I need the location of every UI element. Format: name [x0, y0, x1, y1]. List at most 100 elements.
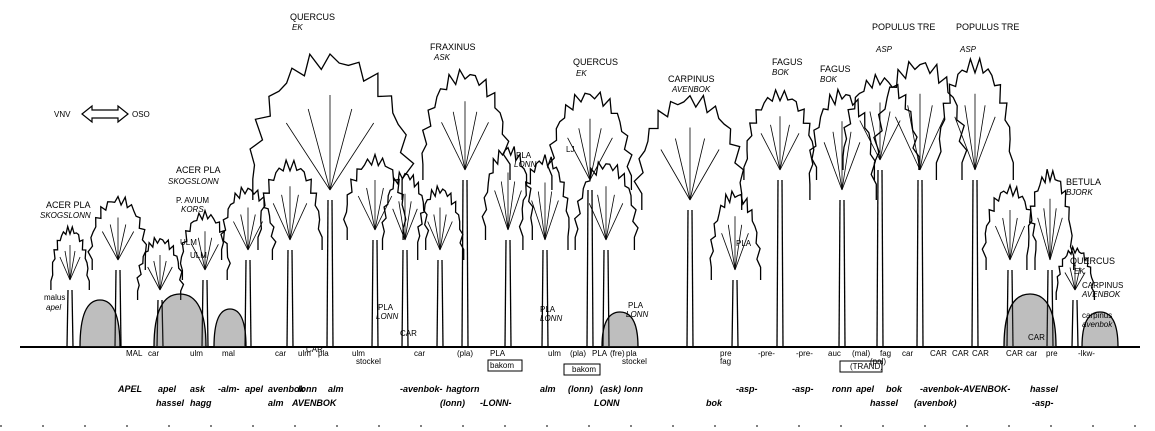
species-common: ASK: [433, 53, 451, 62]
species-common: ASP: [959, 45, 977, 54]
tree-trunk: [505, 240, 506, 347]
tree-branch: [690, 139, 705, 201]
tree-trunk: [972, 180, 973, 347]
ground-label: ulm: [548, 349, 561, 358]
species-latin: QUERCUS: [573, 57, 618, 67]
small-label: carpinus: [1082, 311, 1112, 320]
tree-branch: [606, 195, 614, 240]
species-common: EK: [1074, 267, 1085, 276]
bottom-row2-label: LONN: [594, 398, 620, 408]
ground-label: CAR: [930, 349, 947, 358]
small-label: LONN: [514, 160, 536, 169]
ground-label: stockel: [356, 357, 381, 366]
species-latin: QUERCUS: [290, 12, 335, 22]
bottom-row2-label: -LONN-: [480, 398, 512, 408]
bottom-row2-label: alm: [268, 398, 284, 408]
tree-branch: [118, 232, 134, 261]
ground-label: CAR: [972, 349, 989, 358]
tree-trunk: [1072, 300, 1073, 347]
bottom-row1-label: ronn: [832, 384, 852, 394]
ground-label: car: [1026, 349, 1037, 358]
tree-branch: [955, 117, 975, 170]
tree-trunk: [442, 260, 443, 347]
tree-branch: [405, 209, 417, 240]
tree-trunk: [437, 260, 438, 347]
tree-branch: [532, 201, 545, 241]
tree-branch: [1010, 218, 1017, 260]
tree-branch: [895, 117, 920, 170]
tree-branch: [590, 128, 601, 180]
tree-trunk: [877, 170, 878, 347]
orientation-left: VNV: [54, 110, 71, 119]
tree-branch: [908, 105, 920, 170]
tree-branch: [880, 112, 890, 161]
ground-label: (pla): [570, 349, 586, 358]
tree-branch: [154, 261, 160, 290]
ground-label: pre: [1046, 349, 1058, 358]
small-label: PLA: [736, 239, 752, 248]
tree-trunk: [207, 280, 208, 347]
small-label: LJ: [566, 145, 574, 154]
shrub: [80, 300, 120, 347]
tree-trunk: [467, 180, 468, 347]
tree-trunk: [882, 170, 883, 347]
tree-branch: [501, 182, 508, 231]
ground-label: -pre-: [758, 349, 775, 358]
tree-branch: [771, 125, 781, 170]
ground-label: (TRAND): [850, 362, 883, 371]
species-common: EK: [576, 69, 587, 78]
tree: [809, 90, 876, 348]
ground-label: -pre-: [796, 349, 813, 358]
species-latin: FAGUS: [820, 64, 851, 74]
tree-branch: [833, 132, 842, 190]
tree-branch: [495, 191, 508, 231]
tree-branch: [393, 209, 405, 240]
bottom-row1-label: hagtorn: [446, 384, 480, 394]
tree-branch: [920, 105, 932, 170]
bottom-row2-label: AVENBOK: [291, 398, 338, 408]
tree-branch: [148, 267, 160, 290]
tree: [936, 59, 1013, 348]
tree-branch: [1050, 218, 1062, 260]
tree-trunk: [250, 260, 251, 347]
tree-branch: [160, 261, 166, 290]
bottom-row1-label: -avenbok-: [920, 384, 963, 394]
tree-branch: [428, 222, 440, 251]
tree-branch: [160, 267, 172, 290]
tree-branch: [661, 150, 690, 201]
small-label: PLA: [628, 301, 644, 310]
species-latin: ACER PLA: [176, 165, 221, 175]
species-common: KORS: [181, 205, 204, 214]
species-common: EK: [292, 23, 303, 32]
tree: [874, 62, 967, 347]
tree-trunk: [332, 200, 333, 347]
small-label: CAR: [1028, 333, 1045, 342]
tree-branch: [399, 201, 405, 240]
tree: [482, 147, 533, 348]
bottom-row1-label: apel: [245, 384, 264, 394]
tree-branch: [1044, 208, 1050, 260]
bottom-row1-label: lonn: [298, 384, 317, 394]
species-common: BOK: [820, 75, 838, 84]
tree-trunk: [327, 200, 328, 347]
ground-label: bakom: [490, 361, 514, 370]
ground-label: PLA: [490, 349, 506, 358]
species-latin: FRAXINUS: [430, 42, 476, 52]
species-latin: BETULA: [1066, 177, 1101, 187]
species-common: BOK: [772, 68, 790, 77]
tree-branch: [102, 232, 118, 261]
tree-branch: [545, 201, 558, 241]
small-label: ULM: [180, 238, 197, 247]
tree-branch: [440, 215, 446, 251]
tree-trunk: [292, 250, 293, 347]
species-latin: POPULUS TRE: [956, 22, 1019, 32]
tree-branch: [1050, 208, 1056, 260]
bottom-row1-label: (lonn): [568, 384, 593, 394]
species-latin: FAGUS: [772, 57, 803, 67]
tree-branch: [1003, 218, 1010, 260]
ground-label: ulm: [298, 349, 311, 358]
tree-trunk: [839, 200, 840, 347]
bottom-row1-label: -alm-: [218, 384, 240, 394]
tree-branch: [65, 251, 70, 280]
